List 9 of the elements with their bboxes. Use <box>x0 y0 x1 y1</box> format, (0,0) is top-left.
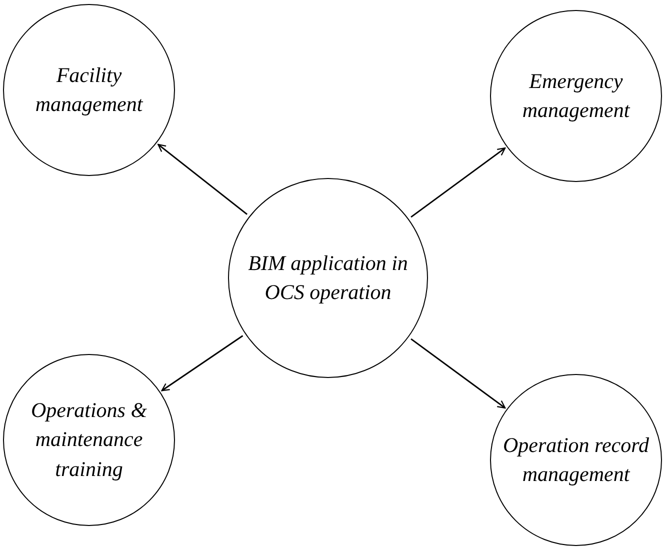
circle-label: Operations & maintenance training <box>30 396 148 483</box>
arrow <box>161 335 244 392</box>
circle-label: Facility management <box>34 62 144 118</box>
arrow <box>410 147 506 218</box>
circle-label: Operation record management <box>502 432 650 488</box>
arrow <box>410 338 506 409</box>
circle-label: BIM application in OCS operation <box>247 250 409 306</box>
circle-label: Emergency management <box>521 68 631 124</box>
arrow <box>158 144 248 215</box>
